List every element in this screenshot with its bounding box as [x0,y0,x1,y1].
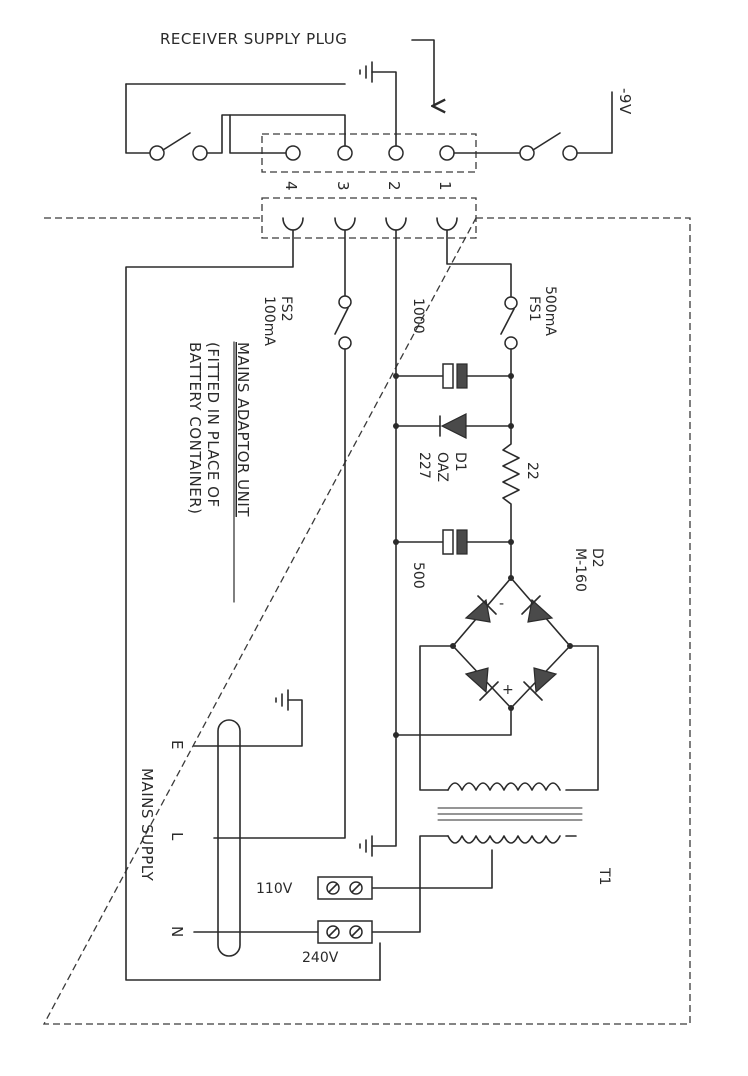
resistor-22-label: 22 [524,462,540,480]
terminal-block-110v [317,876,373,900]
unit-sockets [282,217,458,231]
bridge-minus-label: - [499,596,504,612]
bridge-plus-label: + [502,682,514,698]
terminal-block-240v [317,920,373,944]
capacitor-500 [393,529,514,555]
mains-supply-label: MAINS SUPPLY [138,768,156,882]
d2-name-label: D2 [589,548,605,568]
capacitor-1000 [393,363,514,389]
transformer-label: T1 [596,867,612,885]
plug-terminals [285,145,455,161]
transformer-t1 [371,782,583,933]
fs1-name-label: FS1 [526,296,542,322]
fs2-rating-label: 100mA [261,296,277,346]
neg-9v-switch [453,91,613,161]
fs2-name-label: FS2 [278,296,294,322]
receiver-supply-plug-label: RECEIVER SUPPLY PLUG [160,30,347,48]
fuse-fs2 [213,229,352,839]
cap-1000-label: 1000 [410,298,426,334]
terminal-e-label: E [168,740,186,750]
pin-4-label: 4 [282,181,300,191]
tap-240v-label: 240V [302,950,339,966]
tap-110v-label: 110V [256,881,293,897]
terminal-l-label: L [168,832,186,841]
d1-type-label: OAZ [434,452,450,482]
d2-type-label: M-160 [572,548,588,592]
wire-pin2-ground-rail [371,229,397,847]
d1-number-label: 227 [416,452,432,479]
unit-title: MAINS ADAPTOR UNIT [234,342,252,517]
neg-9v-label: -9V [616,88,634,115]
pin-2-label: 2 [385,181,403,191]
pin-3-label: 3 [334,181,352,191]
unit-note-line-2: BATTERY CONTAINER) [186,342,204,514]
unit-socket-outline [261,197,477,239]
fs1-rating-label: 500mA [542,286,558,336]
rail-ground-symbol [359,835,373,857]
d1-name-label: D1 [452,452,468,472]
bridge-rectifier-d2 [393,541,599,791]
resistor-22 [502,425,520,543]
wire-pin4-return [125,229,381,981]
plug-pointer-arrow [411,39,434,106]
terminal-n-label: N [168,926,186,938]
adaptor-unit-outline [42,217,691,1025]
mains-cable [193,689,381,981]
cap-500-label: 500 [410,562,426,589]
fuse-fs1 [446,229,518,377]
pin-1-label: 1 [436,181,454,191]
receiver-switch-4-3 [125,83,346,161]
unit-note-line-1: (FITTED IN PLACE OF [204,342,222,508]
plug-ground-symbol [359,61,397,147]
